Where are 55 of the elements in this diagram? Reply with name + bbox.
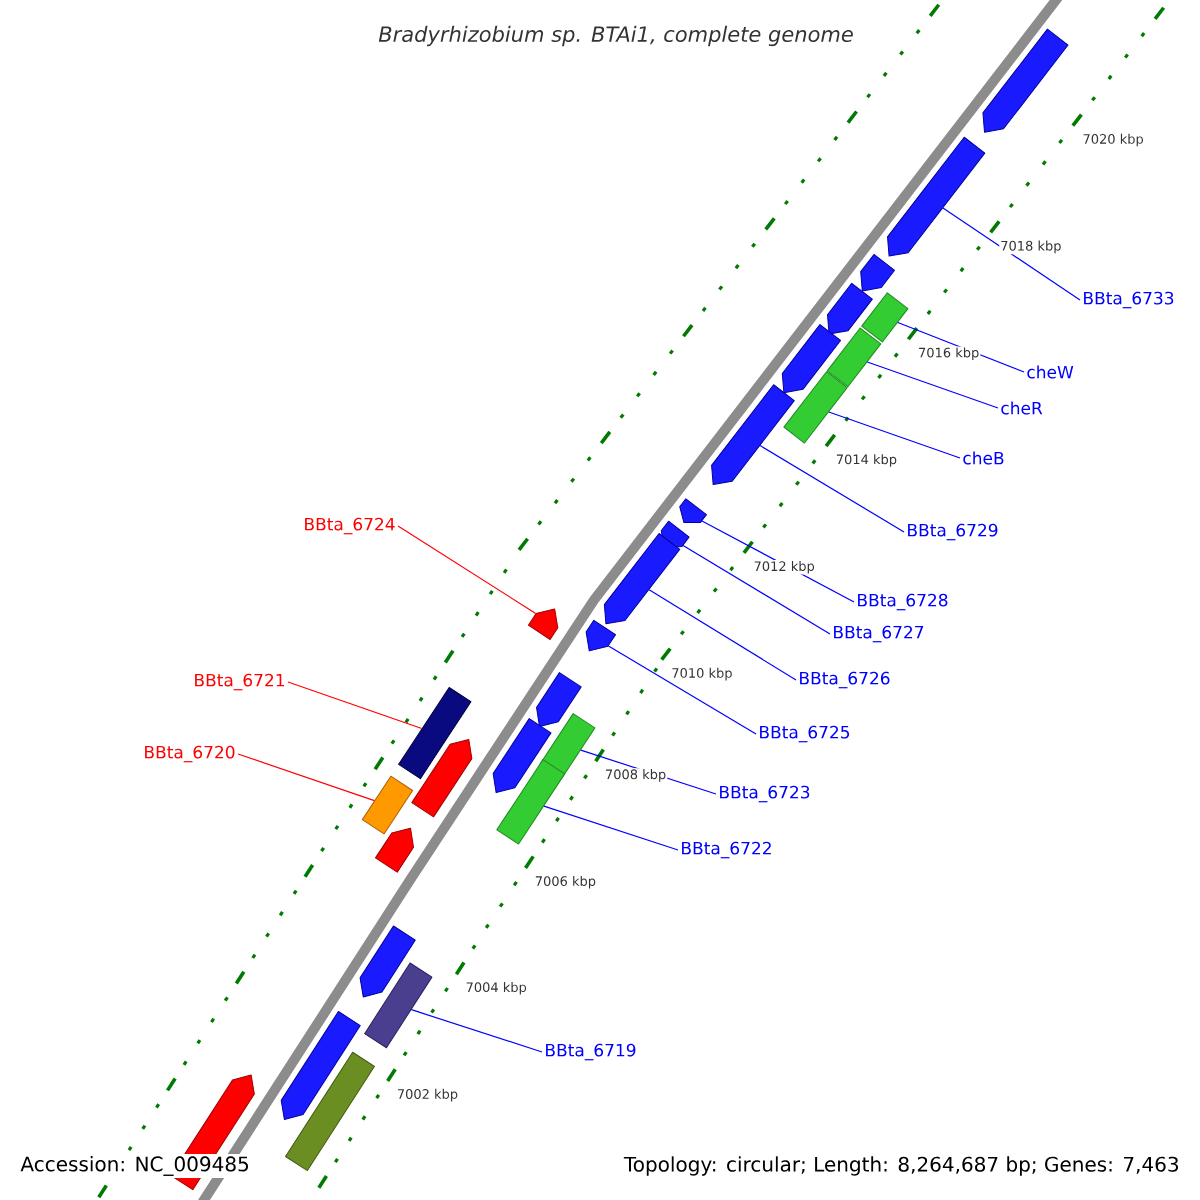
gene-block xyxy=(398,686,472,780)
gene-label: BBta_6728 xyxy=(858,593,948,611)
genome-info-text: Topology: circular; Length: 8,264,687 bp; Genes: 7,463 xyxy=(621,1154,1182,1178)
gene-block xyxy=(411,739,473,818)
gene-block xyxy=(711,384,795,486)
leader-line xyxy=(828,411,961,459)
accession-text: Accession: NC_009485 xyxy=(18,1154,252,1178)
leader-line xyxy=(237,753,375,802)
gene-block xyxy=(361,775,414,835)
gene-label: BBta_6719 xyxy=(546,1043,636,1061)
gene-label: BBta_6733 xyxy=(1084,291,1174,309)
gene-block xyxy=(536,672,582,728)
leader-line xyxy=(648,589,797,681)
leader-line xyxy=(287,681,423,730)
leader-line xyxy=(410,1009,543,1053)
gene-block xyxy=(861,292,909,343)
gene-block xyxy=(375,827,414,873)
gene-label: BBta_6721 xyxy=(195,673,285,691)
gene-block xyxy=(603,533,681,625)
gene-block xyxy=(527,608,559,640)
gene-block xyxy=(679,498,707,524)
gene-label: BBta_6729 xyxy=(908,523,998,541)
gene-block xyxy=(826,327,882,388)
gene-block xyxy=(496,759,566,845)
gene-block xyxy=(539,713,596,779)
title: Bradyrhizobium sp. BTAi1, complete genome xyxy=(376,23,856,49)
gene-label: BBta_6726 xyxy=(800,671,890,689)
gene-label: cheR xyxy=(1001,401,1043,415)
gene-block xyxy=(783,371,848,444)
gene-block xyxy=(364,962,433,1049)
leader-line xyxy=(759,444,905,533)
gene-block xyxy=(359,925,416,998)
leader-line xyxy=(607,645,757,735)
gene-label: BBta_6724 xyxy=(305,517,395,535)
gene-label: cheW xyxy=(1027,365,1074,379)
gene-block xyxy=(827,282,873,335)
gene-label: BBta_6722 xyxy=(682,841,771,859)
gene-label: BBta_6725 xyxy=(760,725,850,743)
gene-label: cheB xyxy=(963,451,1004,465)
leader-line xyxy=(682,545,831,635)
leader-line xyxy=(397,525,537,615)
gene-block xyxy=(285,1051,375,1172)
gene-block xyxy=(860,253,896,292)
gene-block xyxy=(280,1011,361,1120)
leader-line xyxy=(543,805,679,851)
gene-block xyxy=(492,718,552,794)
leader-line xyxy=(942,207,1081,301)
gene-block xyxy=(585,619,616,652)
gene-block xyxy=(982,28,1069,133)
gene-label: BBta_6723 xyxy=(720,785,810,803)
gene-label: BBta_6727 xyxy=(834,625,924,643)
leader-line xyxy=(866,361,999,409)
gene-block xyxy=(781,324,842,394)
gene-block xyxy=(887,136,986,257)
gene-label: BBta_6720 xyxy=(145,745,235,763)
